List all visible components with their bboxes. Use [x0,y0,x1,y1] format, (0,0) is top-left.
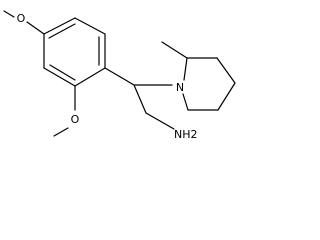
atom-amine: NH2 [174,128,198,141]
bond-ring-1-inner [48,23,76,39]
bond-ch2-nh2 [145,112,175,130]
bond-pip-n-c2 [183,57,188,81]
bond-pip-methyl [161,41,188,59]
bond-pip-c4-c5 [217,82,236,111]
bond-ring-5 [43,67,76,87]
bond-ring-ch [104,67,135,86]
bond-pip-c3-c4 [216,57,236,84]
bond-o-top-ring [26,21,45,35]
bond-ring-2 [74,17,106,35]
bond-ch-ch2 [133,84,147,114]
bond-pip-c6-n [182,93,189,111]
atom-o-bottom: O [71,113,80,126]
atom-n-ring: N [176,81,184,94]
bond-ring-4 [74,67,106,87]
bond-ring-1 [43,17,76,35]
molecule-structure: O O N NH2 [3,10,236,141]
bond-ring-5-inner [49,64,76,81]
bond-methyl-o-top [3,10,15,18]
bond-o-bottom-methyl [53,127,69,137]
atom-o-top: O [17,12,26,25]
